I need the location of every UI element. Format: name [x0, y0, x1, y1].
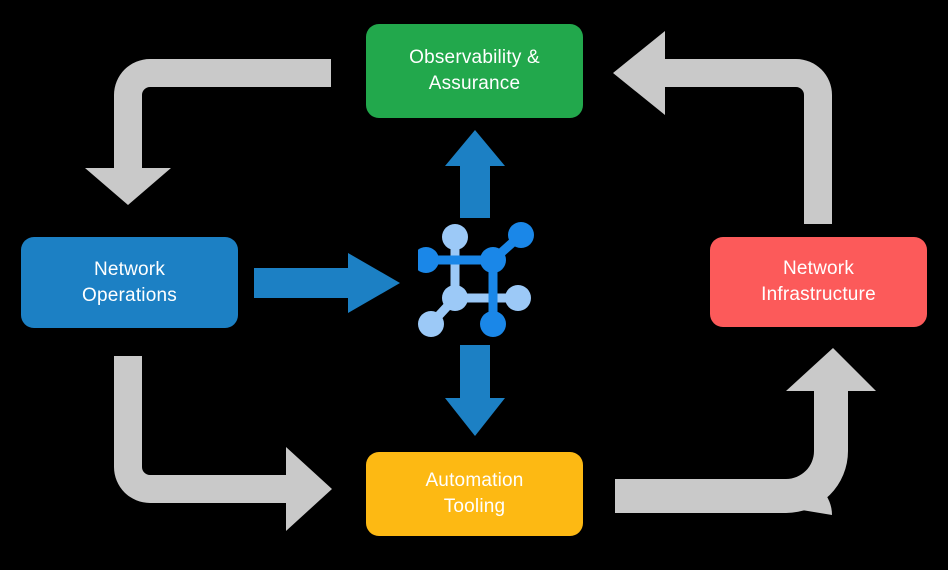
hub-node-bottomleft-light [418, 311, 444, 337]
arrow-operations-to-automation [114, 356, 332, 531]
arrow-hub-to-automation [445, 345, 505, 436]
hub-node-bottom-dark [480, 311, 506, 337]
node-network-infrastructure-label: Network Infrastructure [761, 258, 876, 305]
hub-node-center-light [442, 285, 468, 311]
node-observability-assurance[interactable]: Observability & Assurance [366, 24, 583, 118]
hub-node-center-dark [480, 247, 506, 273]
node-automation-tooling-label: Automation Tooling [425, 470, 524, 517]
node-network-operations[interactable]: Network Operations [21, 237, 238, 328]
arrow-observability-to-operations [85, 59, 331, 205]
hub-node-right-light [505, 285, 531, 311]
arrow-hub-to-observability [445, 130, 505, 218]
arrow-infrastructure-to-observability [613, 31, 832, 224]
node-network-operations-label: Network Operations [82, 258, 177, 306]
arrow-operations-to-hub [254, 253, 400, 313]
network-topology-icon [418, 222, 534, 337]
hub-node-top-light [442, 224, 468, 250]
node-observability-assurance-label: Observability & Assurance [409, 47, 540, 94]
arrow-automation-to-infrastructure-body [615, 348, 876, 513]
node-network-infrastructure[interactable]: Network Infrastructure [710, 237, 927, 327]
hub-node-topright-dark [508, 222, 534, 248]
node-automation-tooling[interactable]: Automation Tooling [366, 452, 583, 536]
hub-node-left-dark [418, 247, 439, 273]
